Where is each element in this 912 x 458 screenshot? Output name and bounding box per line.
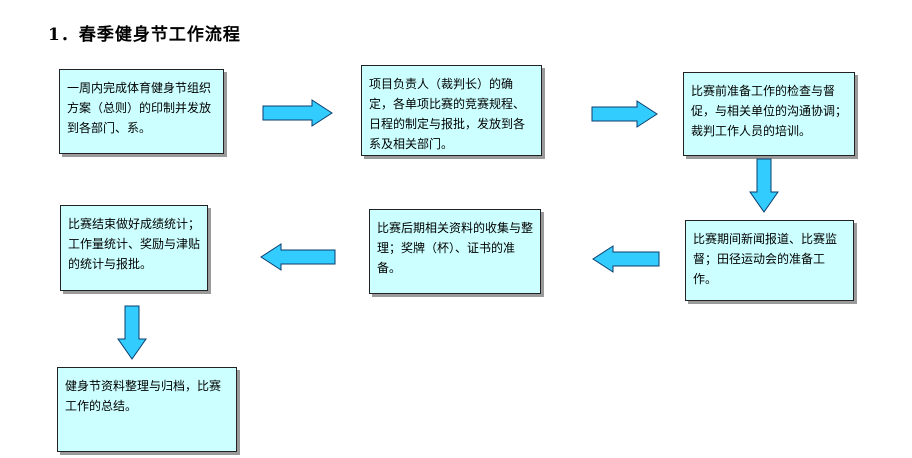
arrow-down-shape xyxy=(117,305,147,360)
flow-step-3: 比赛前准备工作的检查与督促，与相关单位的沟通协调；裁判工作人员的培训。 xyxy=(683,72,855,156)
flow-step-6-text: 比赛结束做好成绩统计；工作量统计、奖励与津贴的统计与报批。 xyxy=(68,217,201,271)
arrow-down-icon xyxy=(117,305,147,360)
flow-step-3-text: 比赛前准备工作的检查与督促，与相关单位的沟通协调；裁判工作人员的培训。 xyxy=(691,84,848,138)
flow-step-1: 一周内完成体育健身节组织方案（总则）的印制并发放到各部门、系。 xyxy=(59,69,224,154)
arrow-right-icon xyxy=(262,99,333,127)
arrow-left-shape xyxy=(260,243,336,271)
flow-step-2-text: 项目负责人（裁判长）的确定，各单项比赛的竞赛规程、日程的制定与报批，发放到各系及… xyxy=(369,77,526,151)
flow-step-4: 比赛期间新闻报道、比赛监督；田径运动会的准备工作。 xyxy=(685,220,854,301)
arrow-right-icon xyxy=(591,100,658,128)
arrow-right-shape xyxy=(262,99,333,127)
flow-step-6: 比赛结束做好成绩统计；工作量统计、奖励与津贴的统计与报批。 xyxy=(60,205,208,291)
arrow-left-shape xyxy=(592,245,660,273)
flow-step-4-text: 比赛期间新闻报道、比赛监督；田径运动会的准备工作。 xyxy=(693,232,838,286)
flow-step-2: 项目负责人（裁判长）的确定，各单项比赛的竞赛规程、日程的制定与报批，发放到各系及… xyxy=(361,65,542,156)
flow-step-5: 比赛后期相关资料的收集与整理；奖牌（杯）、证书的准备。 xyxy=(369,209,541,294)
page-title: 1．春季健身节工作流程 xyxy=(48,25,241,45)
flow-step-7-text: 健身节资料整理与归档，比赛工作的总结。 xyxy=(65,379,222,413)
flow-step-5-text: 比赛后期相关资料的收集与整理；奖牌（杯）、证书的准备。 xyxy=(377,221,534,275)
arrow-down-shape xyxy=(749,158,779,213)
arrow-down-icon xyxy=(749,158,779,213)
flow-step-7: 健身节资料整理与归档，比赛工作的总结。 xyxy=(57,367,237,452)
arrow-left-icon xyxy=(260,243,336,271)
arrow-right-shape xyxy=(591,100,658,128)
flow-step-1-text: 一周内完成体育健身节组织方案（总则）的印制并发放到各部门、系。 xyxy=(67,81,212,135)
arrow-left-icon xyxy=(592,245,660,273)
